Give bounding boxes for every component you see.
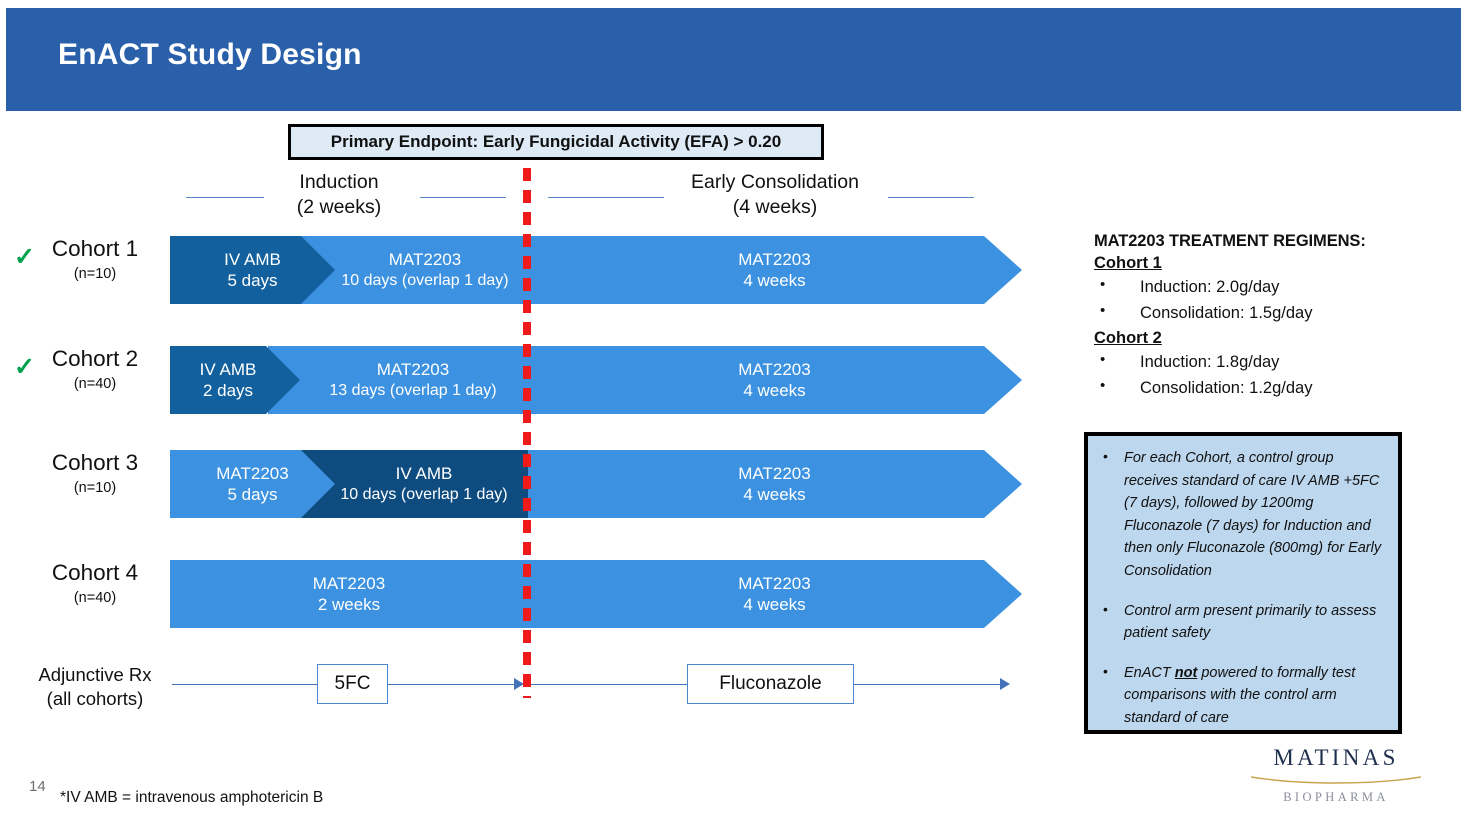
phase-rule-right (888, 197, 974, 198)
phase-rule-mid-left (420, 197, 506, 198)
segment-drug: MAT2203 (312, 573, 386, 593)
matinas-biopharma-logo: MATINAS BIOPHARMA (1246, 745, 1426, 805)
segment-drug: IV AMB (395, 464, 453, 484)
treatment-regimens-panel: MAT2203 TREATMENT REGIMENS: Cohort 1 Ind… (1094, 232, 1424, 401)
consolidation-bar: MAT2203 4 weeks (527, 450, 1022, 518)
adjunctive-timeline-line (854, 684, 1002, 685)
segment-duration: 10 days (overlap 1 day) (341, 271, 509, 289)
segment-duration: 5 days (227, 485, 278, 504)
regimen-item: Induction: 1.8g/day (1100, 348, 1424, 375)
phase-consolidation-name: Early Consolidation (690, 171, 859, 193)
adjunctive-timeline-line (388, 684, 518, 685)
segment-drug: MAT2203 (376, 360, 450, 380)
cohort-sample-size: (n=10) (73, 480, 117, 496)
notes-list: For each Cohort, a control group receive… (1098, 446, 1384, 730)
consolidation-bar: MAT2203 4 weeks (527, 346, 1022, 414)
segment-duration: 5 days (227, 271, 278, 290)
cohort-sample-size: (n=40) (73, 590, 117, 606)
arrow-head-icon (1000, 678, 1010, 690)
adjunctive-rx-label-line1: Adjunctive Rx (38, 664, 152, 685)
note-text: For each Cohort, a control group receive… (1124, 450, 1382, 580)
segment-duration: 10 days (overlap 1 day) (340, 485, 508, 503)
segment-duration: 13 days (overlap 1 day) (329, 381, 497, 399)
cohort-row: ✓ Cohort 1 (n=10) IV AMB 5 days MAT2203 … (0, 228, 1060, 310)
cohort-row: ✓ Cohort 2 (n=40) IV AMB 2 days MAT2203 … (0, 338, 1060, 420)
check-icon: ✓ (14, 243, 35, 271)
regimen-item: Consolidation: 1.5g/day (1100, 299, 1424, 326)
footnote: *IV AMB = intravenous amphotericin B (60, 789, 324, 806)
note-item: EnACT not powered to formally test compa… (1098, 661, 1384, 730)
primary-endpoint-callout: Primary Endpoint: Early Fungicidal Activ… (288, 124, 824, 160)
page-number: 14 (29, 778, 46, 795)
segment-drug: MAT2203 (738, 359, 811, 379)
adjunctive-rx-label-line2: (all cohorts) (46, 688, 144, 710)
cohort-label: Cohort 2 (51, 346, 139, 371)
regimens-group-name: Cohort 2 (1094, 329, 1162, 348)
cohort-row: Cohort 4 (n=40) MAT2203 2 weeks MAT2203 … (0, 552, 1060, 634)
segment-drug: MAT2203 (388, 250, 462, 270)
cohort-label: Cohort 1 (51, 236, 139, 261)
header-band (6, 8, 1461, 111)
phase-induction-duration: (2 weeks) (296, 195, 382, 218)
note-text-tail: powered to formally test comparisons wit… (1124, 664, 1356, 727)
cohort-sample-size: (n=10) (73, 266, 117, 282)
phase-induction-name: Induction (299, 171, 379, 193)
page-title: EnACT Study Design (58, 38, 362, 71)
adjunctive-rx-row: Adjunctive Rx (all cohorts) 5FC Fluconaz… (0, 655, 1060, 715)
consolidation-bar: MAT2203 4 weeks (527, 560, 1022, 628)
note-text: EnACT (1124, 664, 1175, 681)
induction-segment-bar: IV AMB 10 days (overlap 1 day) (300, 450, 528, 518)
control-arm-notes-box: For each Cohort, a control group receive… (1084, 432, 1402, 734)
segment-drug: IV AMB (224, 249, 281, 269)
adjunctive-drug-box-fluconazole: Fluconazole (687, 664, 854, 704)
induction-segment-bar: MAT2203 10 days (overlap 1 day) (300, 236, 528, 304)
note-emphasis: not (1174, 664, 1198, 681)
regimens-group-list: Induction: 1.8g/day Consolidation: 1.2g/… (1094, 348, 1424, 401)
segment-drug: MAT2203 (216, 463, 289, 483)
arrow-head-icon (514, 678, 524, 690)
regimens-group-list: Induction: 2.0g/day Consolidation: 1.5g/… (1094, 273, 1424, 326)
cohort-label: Cohort 3 (51, 450, 139, 475)
note-item: For each Cohort, a control group receive… (1098, 446, 1384, 583)
regimen-item: Consolidation: 1.2g/day (1100, 374, 1424, 401)
segment-duration: 2 days (202, 381, 254, 400)
segment-duration: 2 weeks (317, 595, 381, 614)
cohort-sample-size: (n=40) (73, 376, 117, 392)
note-text: Control arm present primarily to assess … (1124, 602, 1377, 642)
cohort-label: Cohort 4 (51, 560, 139, 585)
phase-label-induction: Induction (2 weeks) (258, 170, 420, 220)
adjunctive-timeline-line (172, 684, 317, 685)
phase-rule-mid-right (548, 197, 664, 198)
induction-segment-bar: MAT2203 2 weeks (170, 560, 528, 628)
segment-duration: 4 weeks (743, 271, 806, 290)
segment-duration: 4 weeks (743, 485, 806, 504)
phase-divider-dashed-line (523, 168, 531, 698)
segment-duration: 4 weeks (743, 381, 806, 400)
segment-duration: 4 weeks (743, 595, 806, 614)
adjunctive-rx-label: Adjunctive Rx (all cohorts) (10, 663, 180, 712)
note-item: Control arm present primarily to assess … (1098, 599, 1384, 645)
consolidation-bar: MAT2203 4 weeks (527, 236, 1022, 304)
adjunctive-timeline-line (527, 684, 687, 685)
regimen-item: Induction: 2.0g/day (1100, 273, 1424, 300)
induction-segment-bar: MAT2203 13 days (overlap 1 day) (268, 346, 528, 414)
segment-drug: MAT2203 (738, 249, 811, 269)
logo-submark: BIOPHARMA (1283, 790, 1389, 804)
regimens-heading: MAT2203 TREATMENT REGIMENS: (1094, 232, 1366, 250)
segment-drug: MAT2203 (738, 463, 811, 483)
segment-drug: MAT2203 (738, 573, 811, 593)
phase-label-consolidation: Early Consolidation (4 weeks) (660, 170, 890, 220)
adjunctive-drug-box-5fc: 5FC (317, 664, 388, 704)
logo-wordmark: MATINAS (1273, 745, 1399, 770)
phase-consolidation-duration: (4 weeks) (732, 195, 818, 218)
induction-segment-bar: MAT2203 5 days (170, 450, 335, 518)
logo-swoosh-icon (1250, 776, 1422, 784)
primary-endpoint-text: Primary Endpoint: Early Fungicidal Activ… (330, 132, 782, 151)
regimens-group-name: Cohort 1 (1094, 254, 1162, 272)
phase-rule-left (186, 197, 264, 198)
segment-drug: IV AMB (199, 359, 257, 379)
check-icon: ✓ (14, 353, 35, 381)
induction-segment-bar: IV AMB 5 days (170, 236, 335, 304)
cohort-row: Cohort 3 (n=10) IV AMB 10 days (overlap … (0, 442, 1060, 524)
